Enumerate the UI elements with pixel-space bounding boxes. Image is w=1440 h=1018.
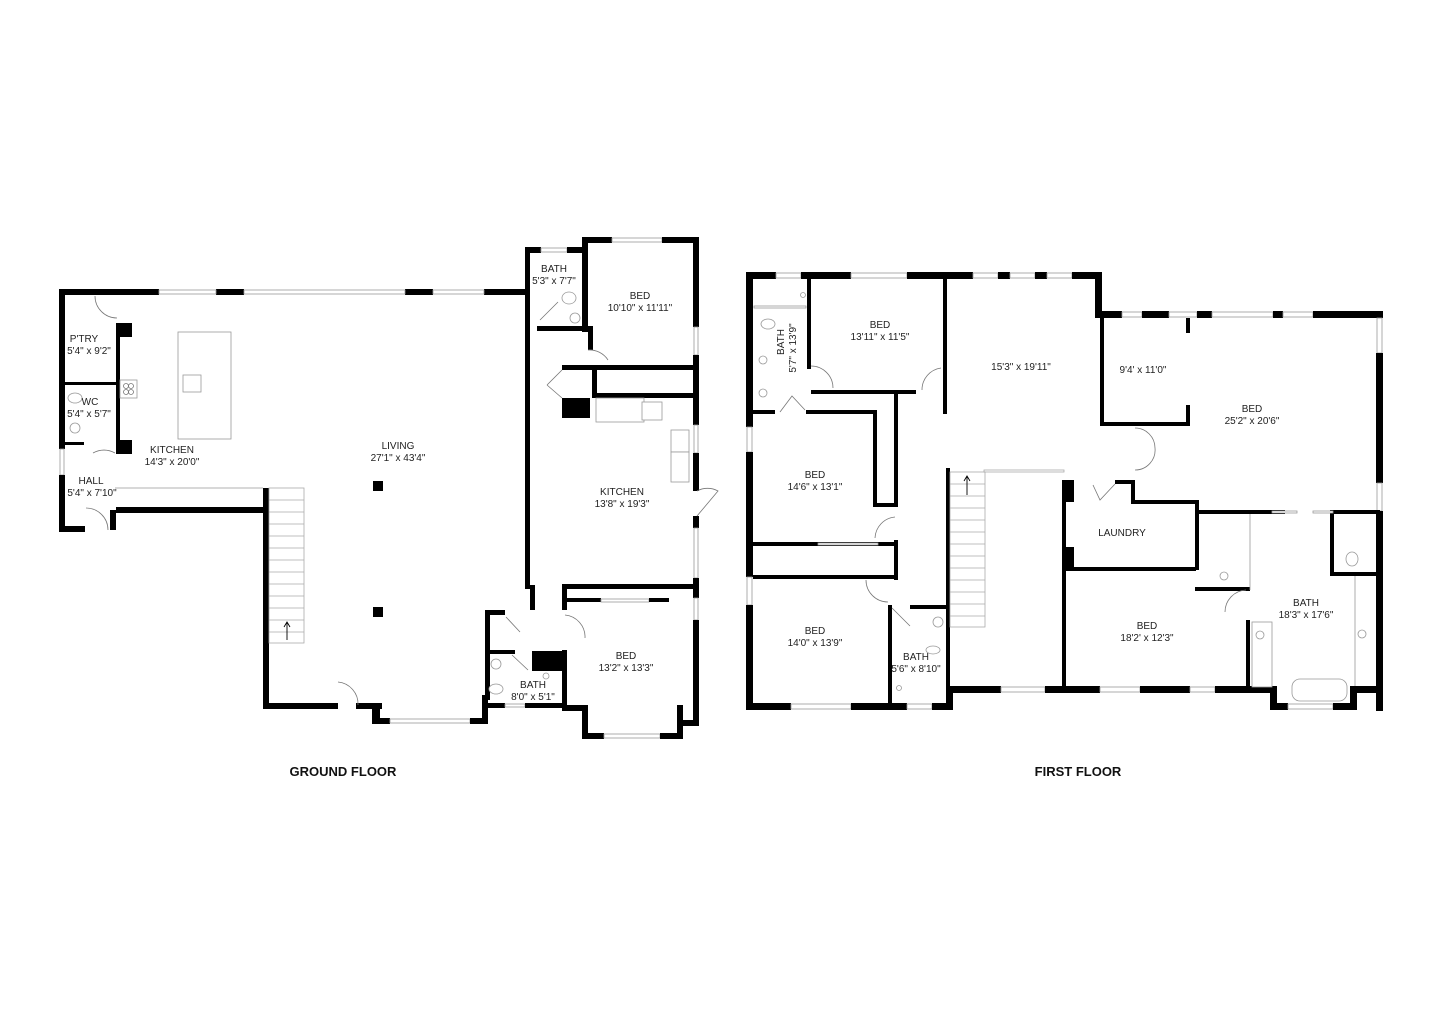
- room-dims: 5'4" x 7'10": [67, 488, 117, 499]
- shower-icon: [896, 685, 902, 691]
- shower-icon: [800, 292, 806, 298]
- bathtub-icon: [1291, 678, 1348, 702]
- sink-icon: [670, 429, 690, 453]
- room-name: BATH: [776, 329, 787, 355]
- room-name: LAUNDRY: [1098, 528, 1146, 539]
- room-name: BED: [616, 651, 637, 662]
- basin-icon: [758, 355, 768, 365]
- room-name: KITCHEN: [150, 445, 194, 456]
- first-floor-stairs: [949, 469, 1065, 628]
- room-name: BED: [870, 320, 891, 331]
- room-name: BED: [805, 470, 826, 481]
- room-name: HALL: [78, 476, 103, 487]
- room-name: LIVING: [382, 441, 415, 452]
- basin-icon: [569, 312, 581, 324]
- room-dims: 5'7" x 13'9": [788, 323, 799, 373]
- ground-floor-walls: [59, 237, 699, 739]
- room-dims: 14'0" x 13'9": [788, 638, 843, 649]
- cooktop-icon: [119, 379, 138, 399]
- room-name: BATH: [520, 680, 546, 691]
- sink-icon: [182, 374, 202, 393]
- room-name: BED: [1137, 621, 1158, 632]
- basin-icon: [932, 616, 944, 628]
- toilet-icon: [760, 318, 776, 330]
- first-floor-labels: BATH 5'7" x 13'9" BED 13'11" x 11'5" 15'…: [776, 320, 1334, 779]
- room-dims: 15'3" x 19'11": [991, 362, 1051, 373]
- room-dims: 13'11" x 11'5": [851, 332, 910, 343]
- room-name: BATH: [1293, 598, 1319, 609]
- room-dims: 25'2" x 20'6": [1225, 416, 1280, 427]
- basin-icon: [69, 422, 81, 434]
- cooktop-icon: [641, 401, 663, 421]
- room-name: BATH: [903, 652, 929, 663]
- room-dims: 13'2" x 13'3": [599, 663, 654, 674]
- room-name: KITCHEN: [600, 487, 644, 498]
- ground-floor-fixtures: [67, 291, 690, 695]
- floor-title: FIRST FLOOR: [1035, 764, 1122, 779]
- first-floor-plan: BATH 5'7" x 13'9" BED 13'11" x 11'5" 15'…: [746, 272, 1383, 779]
- room-dims: 13'8" x 19'3": [595, 499, 650, 510]
- toilet-icon: [561, 291, 577, 305]
- first-floor-fixtures: [753, 292, 1367, 702]
- stair-direction-arrow-icon: [283, 621, 291, 640]
- room-dims: 14'6" x 13'1": [788, 482, 843, 493]
- room-dims: 5'4" x 5'7": [67, 409, 111, 420]
- room-name: BATH: [541, 264, 567, 275]
- room-dims: 18'2' x 12'3": [1120, 633, 1174, 644]
- ground-floor-labels: P'TRY 5'4" x 9'2" WC 5'4" x 5'7" HALL 5'…: [67, 264, 673, 779]
- room-name: WC: [82, 397, 99, 408]
- basin-icon: [758, 388, 768, 398]
- toilet-icon: [925, 645, 941, 655]
- room-name: BED: [805, 626, 826, 637]
- room-dims: 14'3" x 20'0": [145, 457, 200, 468]
- room-dims: 18'3" x 17'6": [1279, 610, 1334, 621]
- shower-icon: [542, 672, 550, 680]
- room-dims: 8'0" x 5'1": [511, 692, 555, 703]
- ground-floor-stairs: [268, 487, 305, 644]
- basin-icon: [490, 658, 502, 670]
- room-dims: 10'10" x 11'11": [608, 303, 673, 314]
- first-floor-doors: [779, 365, 1247, 627]
- room-dims: 5'4" x 9'2": [67, 346, 111, 357]
- toilet-icon: [488, 683, 504, 695]
- room-name: BED: [1242, 404, 1263, 415]
- ground-floor-doors: [85, 295, 719, 706]
- room-name: BED: [630, 291, 651, 302]
- room-dims: 5'6" x 8'10": [891, 664, 941, 675]
- toilet-icon: [67, 392, 83, 404]
- room-dims: 5'3" x 7'7": [532, 276, 576, 287]
- room-name: P'TRY: [70, 334, 99, 345]
- toilet-icon: [1345, 551, 1359, 567]
- room-dims: 9'4' x 11'0": [1120, 365, 1167, 376]
- basin-icon: [1357, 629, 1367, 639]
- ground-floor-plan: P'TRY 5'4" x 9'2" WC 5'4" x 5'7" HALL 5'…: [59, 237, 719, 779]
- stair-direction-arrow-icon: [963, 475, 971, 495]
- floor-title: GROUND FLOOR: [290, 764, 397, 779]
- shower-icon: [1219, 571, 1229, 581]
- basin-icon: [1255, 630, 1265, 640]
- room-dims: 27'1" x 43'4": [371, 453, 426, 464]
